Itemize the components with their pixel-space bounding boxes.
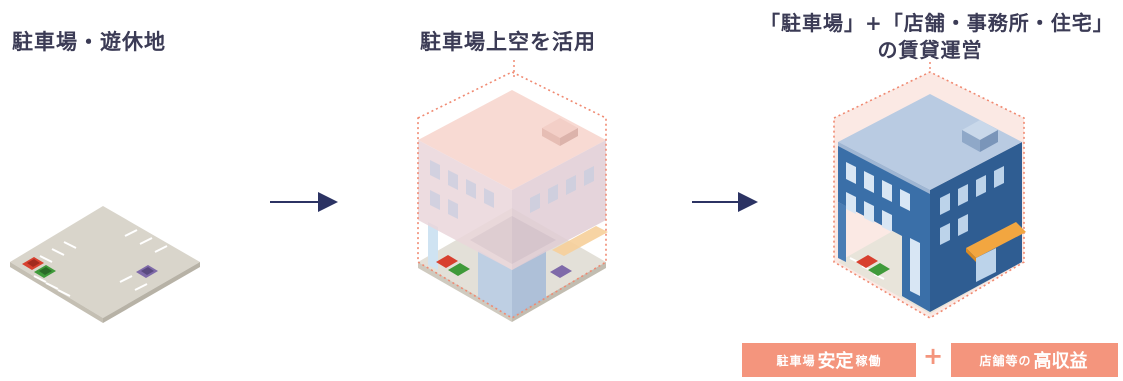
car-red: [22, 257, 44, 270]
car-green: [34, 265, 56, 278]
parking-lot-illustration: [10, 206, 200, 323]
step3-title-line1: 「駐車場」+「店舗・事務所・住宅」: [760, 11, 1114, 35]
badge-left-prefix: 駐車場: [776, 353, 816, 368]
step3-title-line2: の賃貸運営: [877, 38, 983, 62]
step2-title: 駐車場上空を活用: [420, 30, 596, 54]
step3-title: 「駐車場」+「店舗・事務所・住宅」 の賃貸運営: [760, 10, 1114, 64]
badge-right-prefix: 店舗等の: [979, 353, 1032, 368]
badge-left-suffix: 稼働: [855, 353, 882, 368]
badge-right-emphasis: 高収益: [1033, 351, 1088, 372]
building-illustration: [833, 62, 1026, 319]
badge-high-profit: 店舗等の 高収益: [951, 343, 1118, 377]
plus-icon: +: [922, 342, 944, 370]
ghost-building-illustration: [417, 60, 608, 322]
badge-left-emphasis: 安定: [817, 351, 854, 372]
badge-stable-operation: 駐車場 安定 稼働: [742, 343, 916, 377]
car-purple: [136, 265, 158, 278]
step1-title: 駐車場・遊休地: [12, 30, 166, 54]
